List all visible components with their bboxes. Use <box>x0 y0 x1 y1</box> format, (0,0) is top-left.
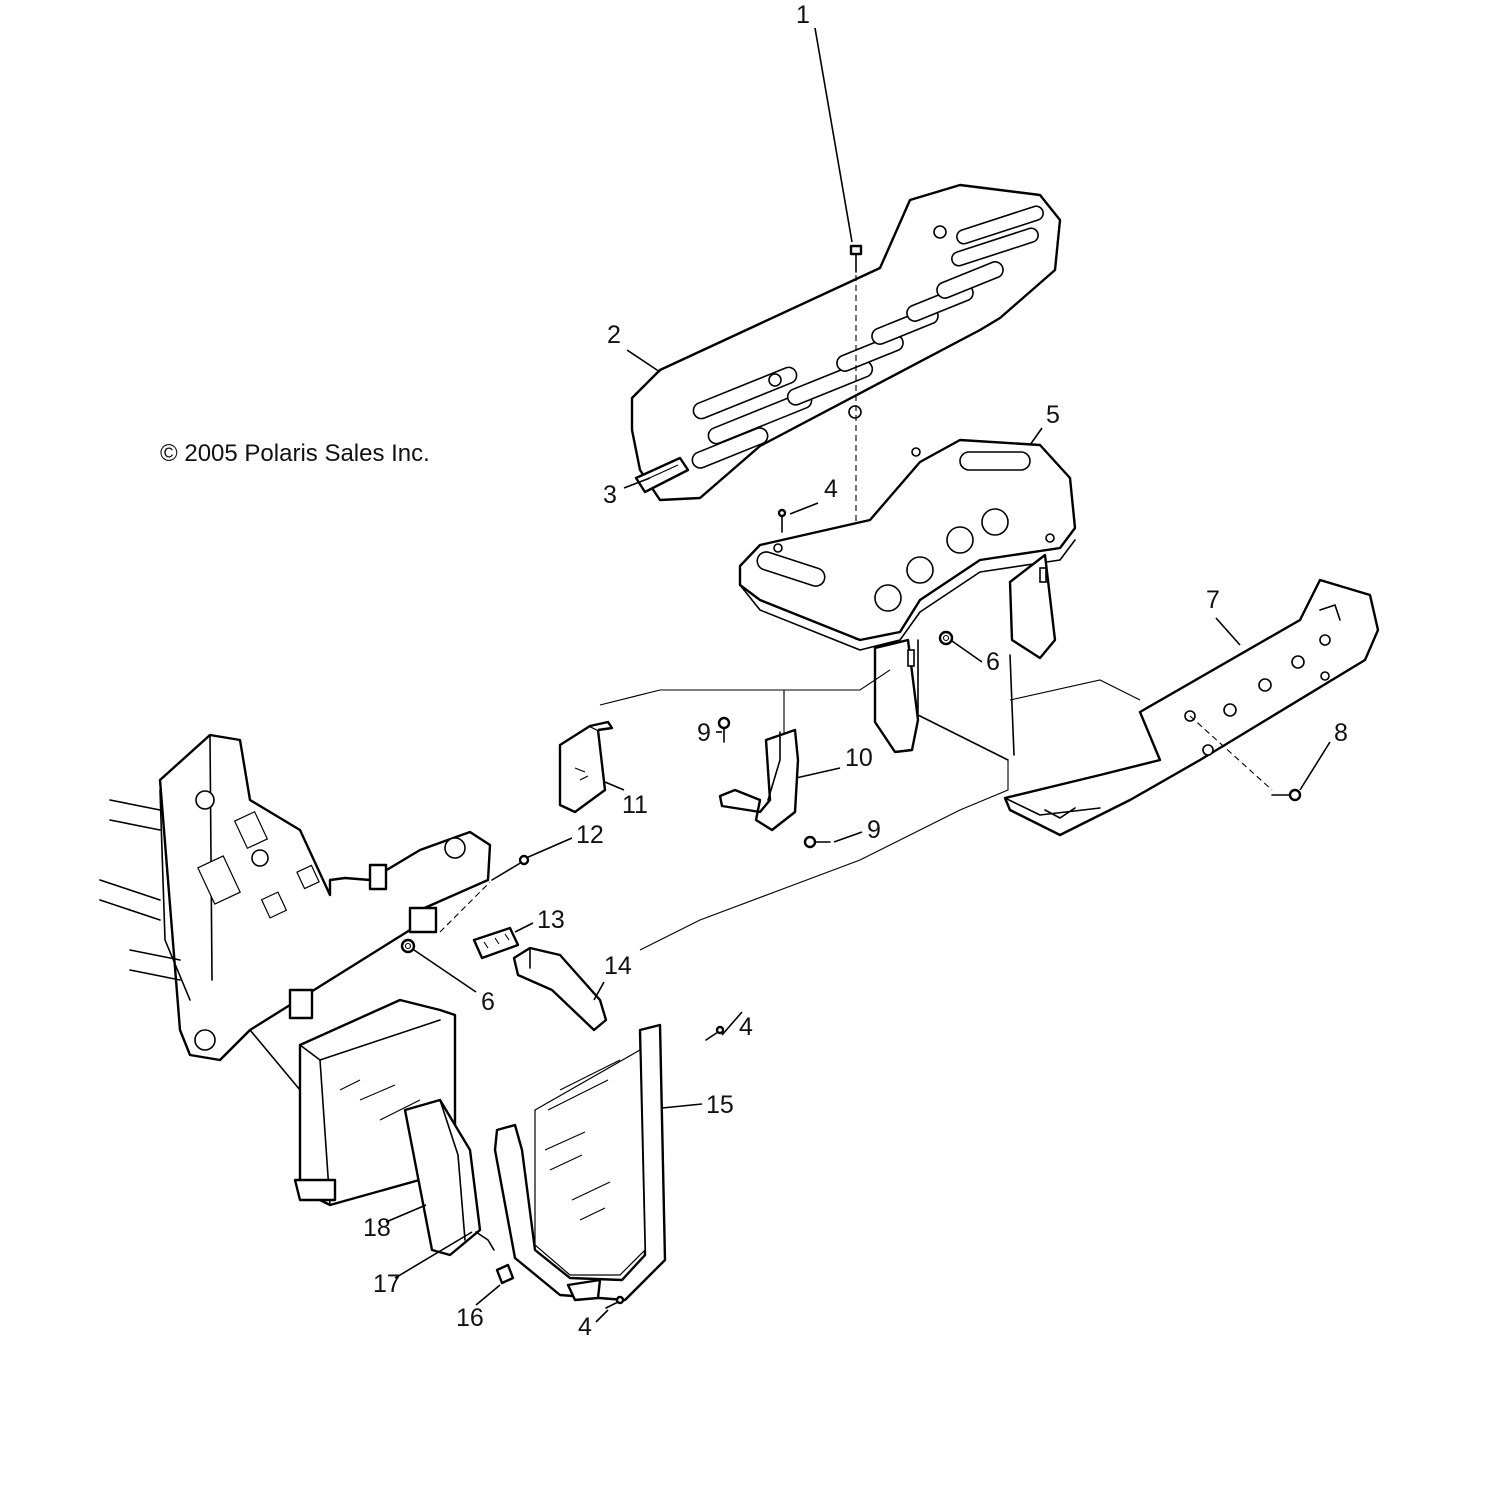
callout-label-6b: 6 <box>481 988 495 1016</box>
callout-label-16: 16 <box>456 1304 484 1332</box>
callout-label-6: 6 <box>986 648 1000 676</box>
part-nut-6-left <box>400 938 416 954</box>
part-bolt-12 <box>439 854 530 933</box>
part-nut-16 <box>495 1263 515 1285</box>
callout-label-15: 15 <box>706 1091 734 1119</box>
callout-labels: 1 2 3 4 5 6 7 8 9 10 11 12 13 14 4 6 15 … <box>363 1 1348 1341</box>
part-screws-9 <box>717 716 831 849</box>
part-mud-guard <box>493 1023 667 1302</box>
part-vehicle-frame <box>99 733 492 1111</box>
callout-label-18: 18 <box>363 1214 391 1242</box>
callout-label-5: 5 <box>1046 401 1060 429</box>
callout-label-2: 2 <box>607 321 621 349</box>
callout-label-9b: 9 <box>867 816 881 844</box>
part-screw-8 <box>1189 715 1302 802</box>
part-mount-bracket <box>718 728 800 832</box>
callout-label-4c: 4 <box>578 1313 592 1341</box>
callout-label-11: 11 <box>622 791 648 819</box>
part-reflector <box>634 456 690 494</box>
callout-label-14: 14 <box>604 952 632 980</box>
part-screws-4-lower <box>605 1025 725 1309</box>
copyright-notice: © 2005 Polaris Sales Inc. <box>160 440 430 467</box>
part-side-panel <box>403 1098 482 1257</box>
callout-label-4b: 4 <box>739 1013 753 1041</box>
part-light-housing <box>558 720 614 814</box>
callout-label-1: 1 <box>796 1 810 29</box>
callout-label-3: 3 <box>603 481 617 509</box>
rack-slots <box>691 205 1044 469</box>
callout-label-13: 13 <box>537 906 565 934</box>
part-screw-4-top <box>777 508 787 533</box>
reference-lines <box>599 669 1141 951</box>
callout-label-12: 12 <box>576 821 604 849</box>
part-nut-6-right <box>938 630 954 646</box>
callout-label-4: 4 <box>824 475 838 503</box>
callout-label-7: 7 <box>1206 586 1220 614</box>
part-clip-17 <box>475 1231 495 1251</box>
part-pad <box>472 926 520 960</box>
callout-label-17: 17 <box>373 1270 401 1298</box>
callout-label-8: 8 <box>1334 719 1348 747</box>
leader-lines <box>385 27 1331 1323</box>
part-bumper <box>1003 578 1380 837</box>
part-rack-top <box>630 183 1062 502</box>
callout-label-9: 9 <box>697 719 711 747</box>
part-carrier-frame <box>738 438 1077 761</box>
callout-label-10: 10 <box>845 744 873 772</box>
part-brace <box>512 946 608 1032</box>
